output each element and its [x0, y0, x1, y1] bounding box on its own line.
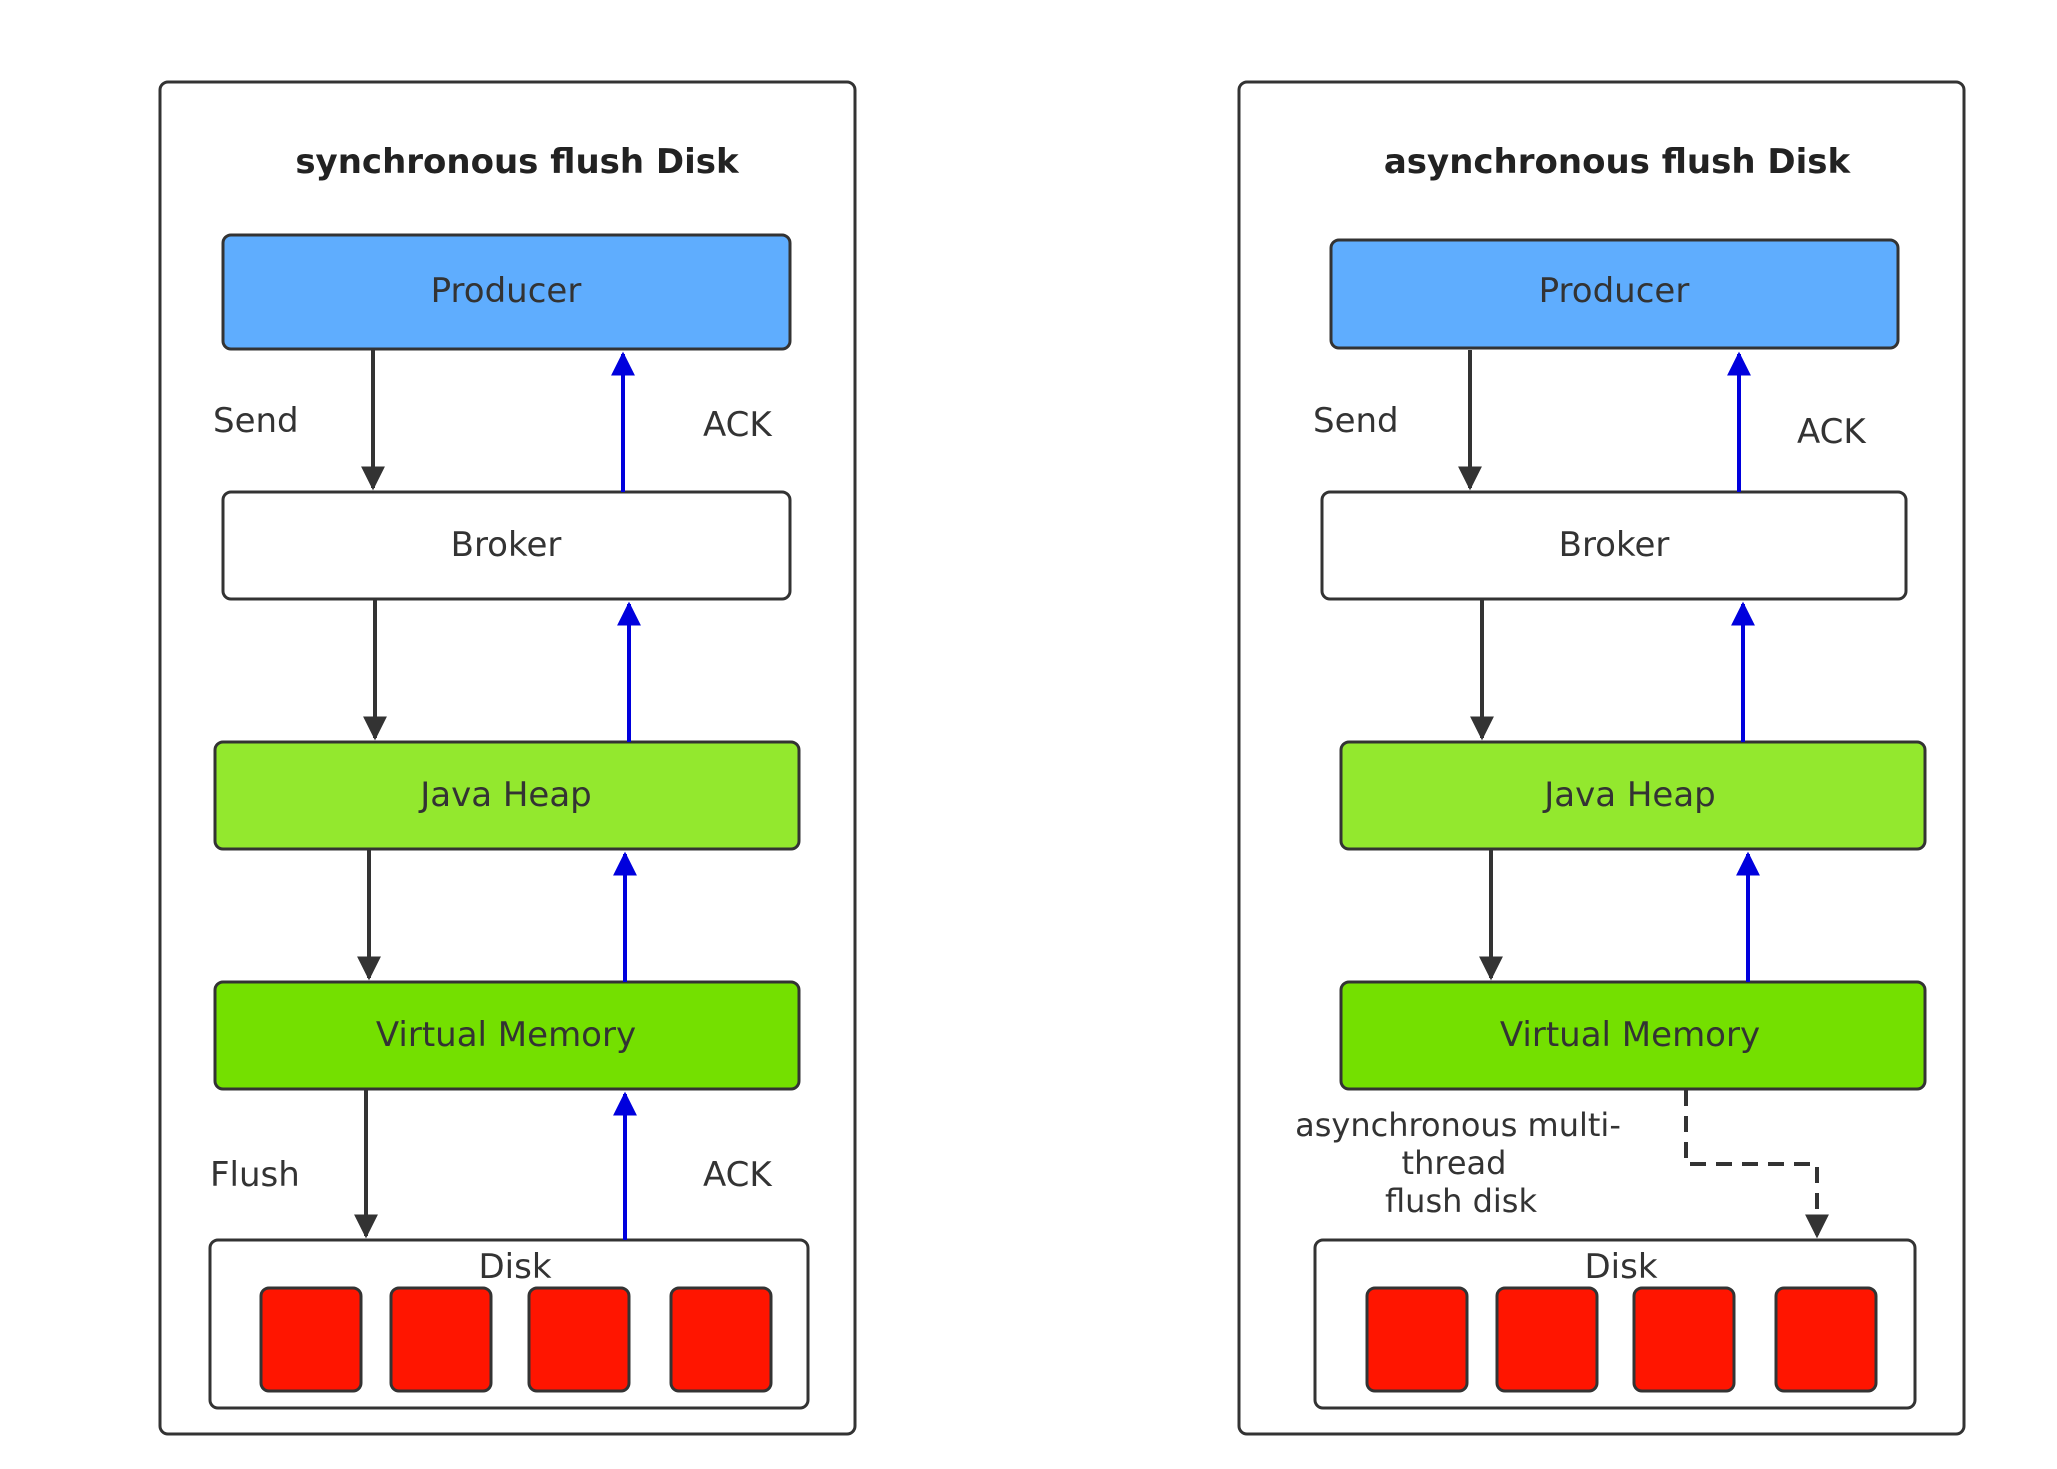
async-broker-box	[1320, 490, 1908, 601]
sync-broker-box	[221, 490, 792, 601]
async-disk-label: Disk	[1584, 1247, 1657, 1287]
async-virtual-memory-box	[1339, 980, 1927, 1091]
sync-disk-label: Disk	[478, 1247, 551, 1287]
sync-java-heap-box	[213, 740, 801, 851]
sync-send-label: Send	[213, 401, 299, 441]
async-disk-block-4	[1774, 1286, 1878, 1393]
async-ack-top-label: ACK	[1797, 412, 1867, 452]
sync-virtual-memory-box	[213, 980, 801, 1091]
async-java-heap-box	[1339, 740, 1927, 851]
sync-broker-label: Broker	[451, 525, 562, 565]
async-panel: asynchronous flush Disk Producer Broker …	[1237, 80, 1966, 1436]
async-producer-label: Producer	[1539, 271, 1690, 311]
async-producer-box	[1329, 238, 1900, 350]
sync-panel: synchronous flush Disk Producer Broker J…	[158, 80, 857, 1436]
sync-flush-label: Flush	[210, 1155, 300, 1195]
sync-title: synchronous flush Disk	[295, 142, 740, 182]
sync-producer-label: Producer	[431, 271, 582, 311]
async-disk-block-3	[1632, 1286, 1736, 1393]
async-broker-label: Broker	[1559, 525, 1670, 565]
async-disk-block-1	[1365, 1286, 1469, 1393]
async-send-label: Send	[1313, 401, 1399, 441]
sync-ack-top-label: ACK	[703, 405, 773, 445]
sync-virtual-memory-label: Virtual Memory	[376, 1015, 636, 1055]
async-java-heap-label: Java Heap	[1542, 775, 1716, 815]
sync-producer-box	[221, 233, 792, 351]
async-note-line-2: thread	[1402, 1144, 1507, 1182]
sync-disk-block-4	[669, 1286, 773, 1393]
async-virtual-memory-label: Virtual Memory	[1500, 1015, 1760, 1055]
async-note-line-1: asynchronous multi-	[1295, 1106, 1621, 1144]
sync-java-heap-label: Java Heap	[418, 775, 592, 815]
sync-disk-block-3	[527, 1286, 631, 1393]
async-flush-dashed-arrow	[1684, 1090, 1829, 1239]
async-title: asynchronous flush Disk	[1384, 142, 1852, 182]
sync-disk-block-2	[389, 1286, 493, 1393]
async-note-line-3: flush disk	[1385, 1182, 1537, 1220]
sync-disk-block-1	[259, 1286, 363, 1393]
sync-ack-bottom-label: ACK	[703, 1155, 773, 1195]
async-disk-block-2	[1495, 1286, 1599, 1393]
